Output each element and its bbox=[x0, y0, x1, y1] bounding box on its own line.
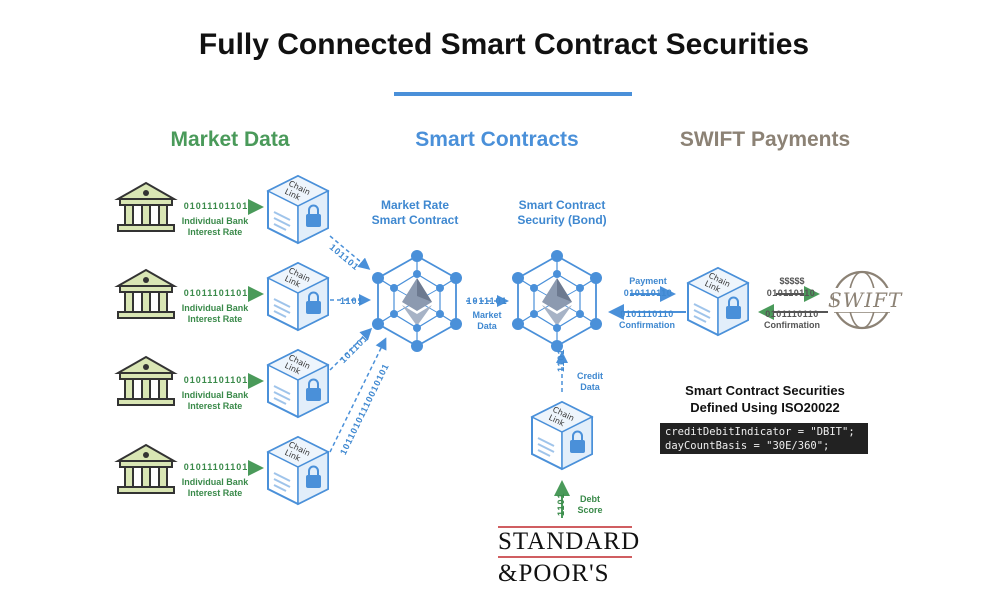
market-rate-contract-icon bbox=[371, 249, 463, 353]
iso-code-block: creditDebitIndicator = "DBIT";dayCountBa… bbox=[660, 423, 868, 454]
swift-dollars: $$$$$ bbox=[779, 276, 805, 286]
debt-bits: 1101 bbox=[556, 492, 566, 516]
bond-contract-icon bbox=[511, 249, 603, 353]
confirmation-bits: 0101110110 bbox=[620, 309, 674, 319]
column-header-swift-payments: SWIFT Payments bbox=[679, 128, 851, 151]
swift-logo-text: SWIFT bbox=[828, 288, 903, 312]
swift-globe-icon bbox=[832, 270, 892, 330]
bank-bits: 01011101101 bbox=[183, 201, 249, 211]
bank-icon bbox=[117, 182, 175, 232]
sp-logo-line1: STANDARD bbox=[498, 528, 641, 555]
swift-confirmation-bits: 0101110110 bbox=[765, 309, 819, 319]
payment-bits: 010110110 bbox=[623, 288, 673, 298]
bank-bits: 01011101101 bbox=[183, 462, 249, 472]
column-header-market-data: Market Data bbox=[170, 128, 290, 151]
payment-label: Payment bbox=[629, 276, 667, 286]
confirmation-label: Confirmation bbox=[619, 320, 675, 330]
bank-bits: 01011101101 bbox=[183, 375, 249, 385]
credit-bits: 1101 bbox=[556, 348, 566, 372]
swift-confirmation-label: Confirmation bbox=[764, 320, 820, 330]
bank-icon bbox=[117, 356, 175, 406]
sp-logo-line2: &POOR'S bbox=[498, 560, 610, 587]
market-data-bits: 1011101 bbox=[466, 296, 508, 306]
bank-bits: 01011101101 bbox=[183, 288, 249, 298]
swift-bits: 010110110 bbox=[766, 288, 816, 298]
title-underline bbox=[394, 92, 632, 96]
page-title: Fully Connected Smart Contract Securitie… bbox=[198, 28, 810, 61]
column-header-smart-contracts: Smart Contracts bbox=[415, 128, 579, 151]
link-bits: 1101 bbox=[340, 296, 364, 306]
bank-icon bbox=[117, 269, 175, 319]
bank-icon bbox=[117, 444, 175, 494]
